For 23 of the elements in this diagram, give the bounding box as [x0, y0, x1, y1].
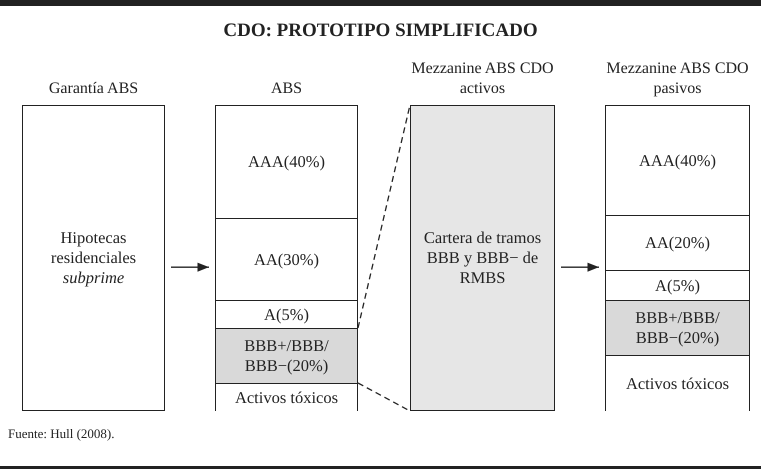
column-heading: ABS: [270, 79, 304, 99]
tranche-label: A(5%): [263, 304, 310, 324]
arrow: [171, 262, 209, 272]
column-heading: Mezzanine ABS CDO pasivos: [605, 59, 750, 99]
tranche-label: AAA(40%): [638, 150, 717, 170]
zoom-line: [358, 382, 410, 412]
tranche-label: Activos tóxicos: [234, 388, 340, 408]
box-text: Hipotecas residenciales subprime: [50, 228, 138, 288]
source-note: Fuente: Hull (2008).: [8, 426, 115, 442]
column-heading: Garantía ABS: [48, 79, 140, 99]
tranche-label: BBB+/BBB/ BBB−(20%): [634, 308, 721, 348]
tranche-label: AA(30%): [252, 250, 320, 270]
tranche: [606, 301, 749, 356]
tranche-label: Activos tóxicos: [624, 374, 730, 394]
tranche-label: A(5%): [654, 276, 701, 296]
tranche-label: AAA(40%): [247, 152, 326, 172]
column-heading: Mezzanine ABS CDO activos: [410, 59, 555, 99]
tranche-label: AA(20%): [644, 233, 712, 253]
arrow: [561, 262, 599, 272]
tranche: [216, 329, 357, 384]
box-text: Cartera de tramos BBB y BBB− de RMBS: [422, 228, 542, 288]
tranche-label: BBB+/BBB/ BBB−(20%): [243, 336, 330, 376]
diagram-title: CDO: PROTOTIPO SIMPLIFICADO: [222, 20, 539, 42]
